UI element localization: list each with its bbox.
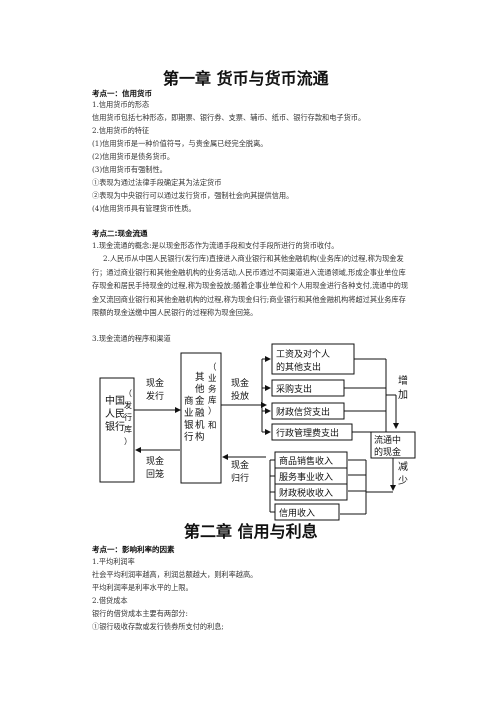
inflow-label: 服务事业收入 [279,471,333,483]
bank-label: 其 [195,372,205,383]
paragraph: 2.人民币从中国人民银行(发行库)直接进入商业银行和其他金融机构(业务库)的过程… [92,254,409,317]
recall-label: 回笼 [146,468,164,480]
inflow-label: 商品销售收入 [279,455,333,467]
pboc-box [99,377,135,483]
outflow-label: 工资及对个人 [276,348,330,360]
chapter1-title: 第一章 货币与货币流通 [163,69,329,88]
bank-label: 库 [208,395,217,406]
text-line: 1.平均利润率 [92,557,135,566]
circulation-label: 的现金 [374,446,401,458]
put-label: 投放 [231,390,249,402]
bank-label: 机 [195,419,205,431]
bank-label: 行 [184,431,194,443]
bank-label: ） [208,406,217,417]
text-line: 2.信用货币的特征 [92,126,150,135]
inflow-label: 信用收入 [279,507,315,519]
issue-label: 发行 [146,390,164,402]
vault-label: 库 [124,424,132,434]
increase-label: 加 [398,389,408,401]
pboc-label: 银行 [105,420,125,433]
text-line: 1.现金流通的概念:是以现金形态作为流通手段和支付手段所进行的货币收付。 [92,241,339,250]
bank-label: 银 [184,419,194,431]
decrease-label: 减 [398,461,408,473]
text-line: 信用货币包括七种形态，即期票、银行券、支票、辅币、纸币、银行存款和电子货币。 [92,113,366,122]
chapter2-title: 第二章 信用与利息 [184,522,318,541]
text-line: 银行的借贷成本主要有两部分: [92,609,188,618]
text-line: 2.借贷成本 [92,596,128,605]
ch2-point1-heading: 考点一：影响利率的因素 [92,545,175,554]
put-label: 现金 [231,377,249,389]
pboc-label: 人民 [105,408,125,420]
text-line: ①银行吸收存款或发行债券所支付的利息; [92,622,224,631]
point2-heading: 考点二:现金流通 [92,229,148,238]
bank-label: 融 [195,408,205,419]
vault-label: （ [124,389,132,398]
text-line: 3.现金流通的程序和渠道 [92,334,171,343]
inflow-label: 财政税收收入 [279,487,333,499]
bank-box [180,352,222,484]
bank-label: 他 [195,383,205,395]
text-line: (3)信用货币有强制性。 [92,165,167,174]
text-line: ①表现为通过法律手段确定其为法定货币 [92,178,222,187]
point1-heading: 考点一：信用货币 [92,89,152,98]
decrease-label: 少 [398,475,408,487]
vault-label: ） [124,437,132,446]
bank-label: 商 [184,395,194,407]
text-line: 社会平均利润率越高，利润总额越大，则利率越高。 [92,570,258,579]
text-line: (4)信用货币具有管理货币性质。 [92,204,196,213]
bank-label: 业 [184,408,194,419]
text-line: (2)信用货币是债务货币。 [92,152,175,161]
text-line: 平均利润率是利率水平的上限。 [92,583,193,592]
outflow-label: 行政管理费支出 [276,427,339,439]
return-label: 现金 [231,459,249,471]
outflow-label: 采购支出 [276,383,312,395]
bank-label: 务 [208,384,217,395]
outflow-label: 财政信贷支出 [276,406,330,418]
return-label: 归行 [231,472,249,484]
text-line: 1.信用货币的形态 [92,100,150,109]
bank-label: （ [208,362,217,373]
pboc-label: 中国 [105,394,125,407]
bank-label: 金 [195,395,205,407]
text-line: (1)信用货币是一种价值符号，与贵金属已经完全脱离。 [92,139,268,148]
bank-label: 业 [208,373,217,384]
text-line: ②表现为中央银行可以通过发行货币，强制社会向其提供信用。 [92,191,294,200]
vault-label: 发 [124,400,132,410]
outflow-label: 的其他支出 [276,361,321,373]
issue-label: 现金 [146,377,164,389]
bank-label: 和 [208,421,217,431]
circulation-label: 流通中 [374,434,401,446]
increase-label: 增 [398,374,408,387]
vault-label: 行 [124,412,132,422]
recall-label: 现金 [146,455,164,467]
bank-label: 构 [195,431,205,443]
